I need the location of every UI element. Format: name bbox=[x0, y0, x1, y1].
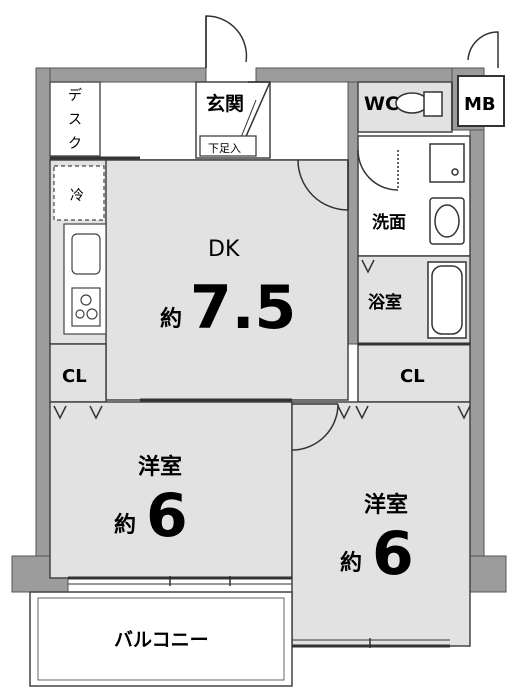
bedroom-left-size-label: 6 bbox=[146, 481, 188, 551]
balcony-label: バルコニー bbox=[114, 629, 209, 651]
desk-label-1: デ bbox=[68, 87, 82, 104]
room-labels: デ ス ク 玄関 下足入 冷 DK 約 7.5 WC MB 洗面 浴室 CL C… bbox=[62, 87, 496, 651]
shoe-box-label: 下足入 bbox=[208, 142, 241, 155]
wc-label: WC bbox=[364, 93, 399, 115]
dk-name-label: DK bbox=[208, 237, 240, 262]
bedroom-left-name-label: 洋室 bbox=[138, 454, 182, 480]
closet-left-label: CL bbox=[62, 366, 87, 387]
room-fills bbox=[29, 75, 505, 687]
bedroom-left-prefix-label: 約 bbox=[114, 512, 136, 538]
washroom-label: 洗面 bbox=[372, 212, 406, 233]
mb-label: MB bbox=[464, 94, 496, 115]
bedroom-right-size-label: 6 bbox=[372, 519, 414, 589]
bedroom-right-name-label: 洋室 bbox=[364, 492, 408, 518]
desk-label-2: ス bbox=[68, 112, 82, 128]
dk-size-label: 7.5 bbox=[190, 273, 296, 343]
bathroom-label: 浴室 bbox=[368, 292, 402, 313]
fridge-label: 冷 bbox=[70, 188, 84, 204]
bedroom-right-prefix-label: 約 bbox=[340, 550, 362, 576]
dk-prefix-label: 約 bbox=[160, 306, 182, 332]
desk-label-3: ク bbox=[68, 136, 82, 152]
closet-right-label: CL bbox=[400, 366, 425, 387]
interior-lines bbox=[50, 15, 499, 648]
entrance-label: 玄関 bbox=[206, 92, 244, 115]
